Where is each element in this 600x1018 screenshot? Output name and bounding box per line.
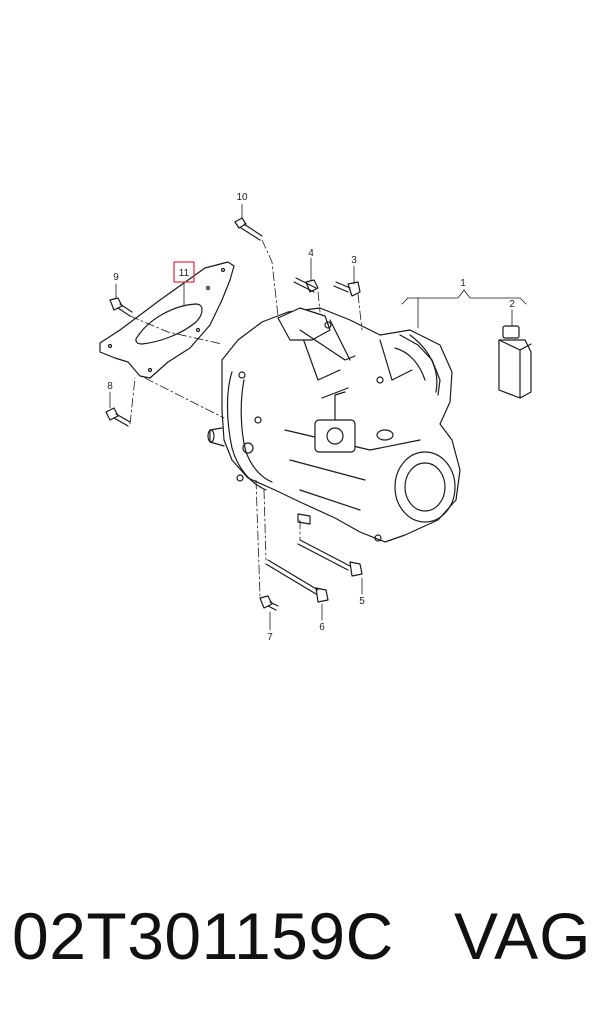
callout-5: 5 — [359, 596, 365, 607]
gearbox-housing — [207, 307, 461, 543]
callout-10: 10 — [236, 192, 248, 203]
callout-8: 8 — [107, 381, 113, 392]
bolt-10 — [234, 217, 263, 241]
bolt-7 — [259, 595, 279, 611]
stud-6 — [265, 559, 329, 603]
callout-11: 11 — [179, 268, 190, 279]
callout-1: 1 — [460, 278, 466, 289]
stud-5 — [297, 539, 363, 577]
callout-7: 7 — [267, 632, 273, 643]
brand-label: VAG — [454, 899, 592, 973]
exploded-parts-diagram: 1 2 3 4 5 6 7 8 9 10 11 — [99, 192, 532, 643]
callout-3: 3 — [351, 255, 357, 266]
oil-bottle — [498, 325, 532, 399]
callout-2: 2 — [509, 299, 515, 310]
bolt-9 — [109, 297, 133, 317]
bolt-4 — [293, 277, 319, 293]
callout-6: 6 — [319, 622, 325, 633]
assembly-lines — [129, 239, 363, 597]
callout-9: 9 — [113, 272, 119, 283]
highlight-callout-11 — [173, 261, 195, 283]
leader-lines — [109, 203, 527, 631]
bolt-3 — [333, 281, 361, 297]
heat-shield — [99, 261, 235, 379]
callout-4: 4 — [308, 248, 314, 259]
bolt-8 — [105, 407, 131, 427]
part-number-label: 02T301159C — [12, 899, 394, 973]
